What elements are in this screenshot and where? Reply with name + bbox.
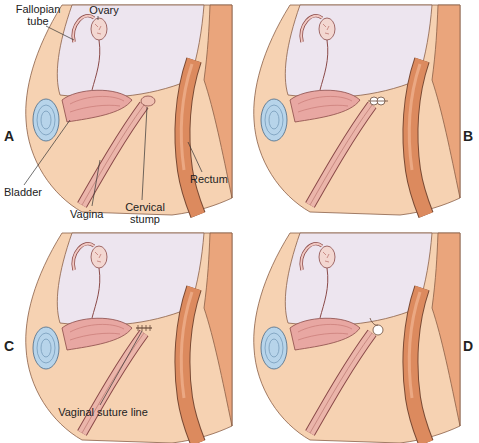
- part-label: Cervical stump: [120, 201, 170, 225]
- peritoneum-closure: [370, 318, 378, 325]
- pelvis-section: [254, 5, 460, 215]
- part-label: Vagina: [70, 208, 120, 220]
- part-label: Vaginal suture line: [58, 406, 148, 418]
- pelvis-section: [26, 233, 232, 443]
- panel-letter: B: [463, 128, 479, 144]
- part-label: Bladder: [4, 186, 54, 198]
- part-label: Ovary: [84, 4, 124, 16]
- panel-letter: C: [4, 338, 20, 354]
- suture-stitch: [138, 325, 150, 331]
- panel-letter: D: [463, 338, 479, 354]
- suture-knot: [373, 325, 383, 335]
- part-label: Rectum: [190, 173, 240, 185]
- leader-lines: [24, 16, 202, 405]
- pelvis-section: [254, 233, 460, 443]
- panel-letter: A: [4, 128, 20, 144]
- suture-line: [368, 101, 388, 102]
- part-label: Fallopian tube: [8, 3, 68, 27]
- cervical-stump-shape: [141, 96, 155, 106]
